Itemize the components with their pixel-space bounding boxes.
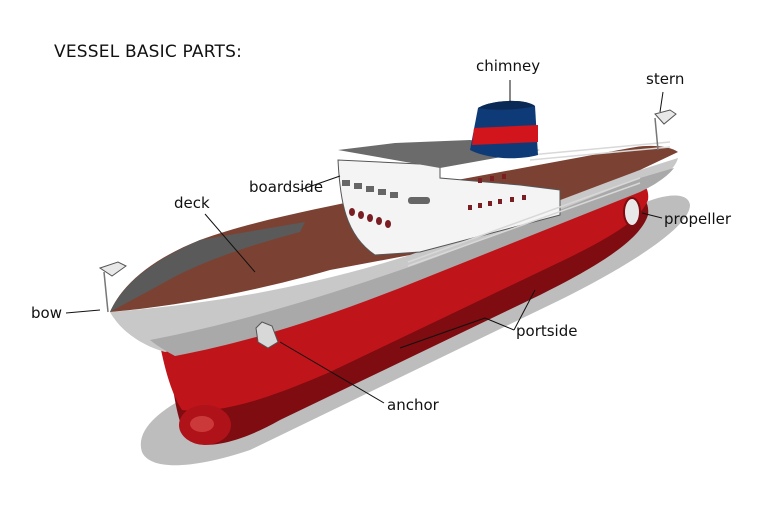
label-anchor: anchor — [387, 396, 439, 414]
label-portside: portside — [516, 322, 578, 340]
diagram-title: VESSEL BASIC PARTS: — [54, 42, 243, 62]
stern-flag — [654, 109, 677, 151]
superstructure-side — [337, 159, 561, 256]
deck-railing — [407, 141, 671, 267]
label-bow: bow — [31, 304, 62, 322]
boardside-plating — [110, 158, 678, 352]
label-stern: stern — [646, 70, 685, 88]
anchor-icon — [255, 321, 279, 349]
propeller-icon — [623, 197, 641, 227]
bridge-windows — [342, 180, 430, 204]
portholes — [349, 208, 391, 228]
hull-red — [160, 183, 649, 411]
label-deck: deck — [174, 194, 210, 212]
leader-lines — [65, 80, 664, 404]
bow-bulwark — [110, 222, 305, 312]
bow-flag — [98, 261, 127, 313]
label-propeller: propeller — [664, 210, 732, 228]
chimney-top — [478, 100, 535, 110]
bulb-highlight — [190, 416, 214, 432]
chimney-stripe — [472, 125, 538, 145]
boardside-shade — [150, 168, 674, 356]
label-chimney: chimney — [476, 57, 541, 75]
deck-windows — [468, 174, 526, 210]
label-boardside: boardside — [249, 178, 324, 196]
